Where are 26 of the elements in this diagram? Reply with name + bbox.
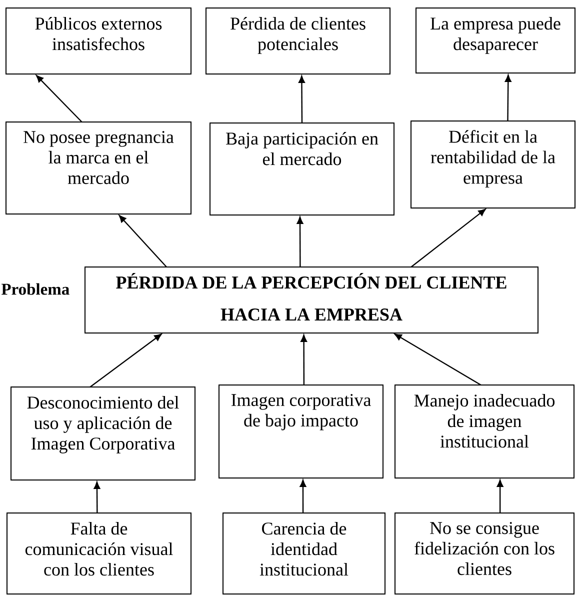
arrow [36, 75, 82, 122]
text-box: Pérdida de clientes potenciales [206, 8, 390, 74]
arrow [90, 334, 162, 388]
arrow [496, 480, 504, 513]
text-box: Baja participación en el mercado [210, 122, 394, 216]
text-box: Falta de comunicación visual con los clientes [6, 512, 192, 594]
side-label: Problema [1, 283, 70, 295]
arrow [94, 482, 100, 513]
arrow [300, 480, 306, 513]
text-box: Públicos externos insatisfechos [6, 8, 192, 74]
arrow [410, 208, 486, 268]
central-box: PÉRDIDA DE LA PERCEPCIÓN DEL CLIENTE HACIA LA EMPRESA [84, 266, 538, 334]
arrow [298, 76, 305, 123]
text-box: Imagen corporativa de bajo impacto [218, 384, 384, 478]
arrow [118, 215, 167, 268]
arrow [394, 334, 482, 386]
text-box: Manejo inadecuado de imagen institucional [394, 384, 574, 478]
text-box: Déficit en la rentabilidad de la empresa [410, 120, 576, 208]
arrow [300, 334, 308, 385]
text-box: Carencia de identidad institucional [222, 512, 386, 594]
text-box: No posee pregnancia la marca en el mercado [6, 122, 192, 214]
arrow [504, 74, 512, 122]
text-box: La empresa puede desaparecer [416, 8, 576, 74]
text-box: Desconocimiento del uso y aplicación de Imagen Corporativa [10, 386, 196, 480]
text-box: No se consigue fidelización con los clientes [394, 512, 574, 594]
arrow [296, 216, 304, 267]
